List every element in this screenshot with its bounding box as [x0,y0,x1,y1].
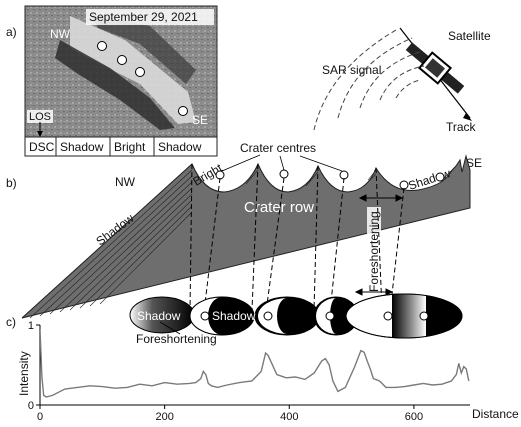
x-tick-label: 200 [155,411,173,423]
los-arrowhead [37,131,43,137]
panel-a-label: a) [6,25,17,39]
dark-upper [90,14,196,84]
y-ticks: 01 [28,320,40,412]
x-axis-label: Distance [472,407,519,421]
ellipse-shadow-2-label: Shadow [212,309,256,323]
y-tick-label: 0 [28,400,34,412]
x-ticks: 0 200 400 600 [37,405,423,423]
foreshortening-bottom-leader [159,321,181,335]
crater-centre-leaders [221,154,343,172]
foreshortening-arrow-upper [358,194,404,202]
y-axis-label: Intensity [17,351,31,396]
crater-dot-1 [97,41,107,51]
ellipse-row: Shadow Shadow [129,293,463,339]
crater-dot-3 [135,67,145,77]
crater-dot-4 [178,106,188,116]
ellipse-dots [200,311,429,321]
ellipse-5 [345,293,463,339]
nw-label-a: NW [50,27,71,41]
nw-label-b: NW [115,175,136,189]
panel-c-label: c) [6,315,16,329]
shadow-hatching [21,163,193,319]
x-tick-label: 0 [37,411,43,423]
crater-hatching [245,165,457,187]
x-tick-label: 600 [405,411,423,423]
strip-shadow-1: Shadow [60,140,104,154]
se-label-b: SE [466,156,482,170]
crater-centres-label: Crater centres [240,141,316,155]
track-label: Track [446,120,477,134]
los-label: LOS [29,111,51,123]
panel-b-label: b) [6,176,17,190]
x-tick-label: 400 [280,411,298,423]
terrain-block [21,154,471,319]
ellipse-shadow-1-label: Shadow [137,309,181,323]
intensity-series [40,328,470,398]
sar-image: September 29, 2021 NW SE LOS DSC Shadow … [24,5,218,157]
sar-signal-label: SAR signal [322,63,381,77]
sar-wavefronts [313,29,425,131]
foreshortening-vertical-label: Foreshortening [367,211,381,292]
foreshortening-bottom-label: Foreshortening [136,332,217,346]
foreshortening-arrow-lower [354,288,394,296]
dark-rim [55,40,175,130]
crater-dot-2 [117,55,127,65]
dsc-label: DSC [29,140,55,154]
projection-lines [189,163,405,313]
strip-shadow-2: Shadow [158,140,202,154]
strip-bright: Bright [114,140,146,154]
satellite-label: Satellite [448,29,491,43]
intensity-line [40,328,470,398]
crater-centre-dots [215,169,445,190]
crater-row-label: Crater row [244,199,314,216]
date-label: September 29, 2021 [89,10,198,24]
y-tick-label: 1 [28,320,34,332]
se-label-a: SE [192,113,208,127]
